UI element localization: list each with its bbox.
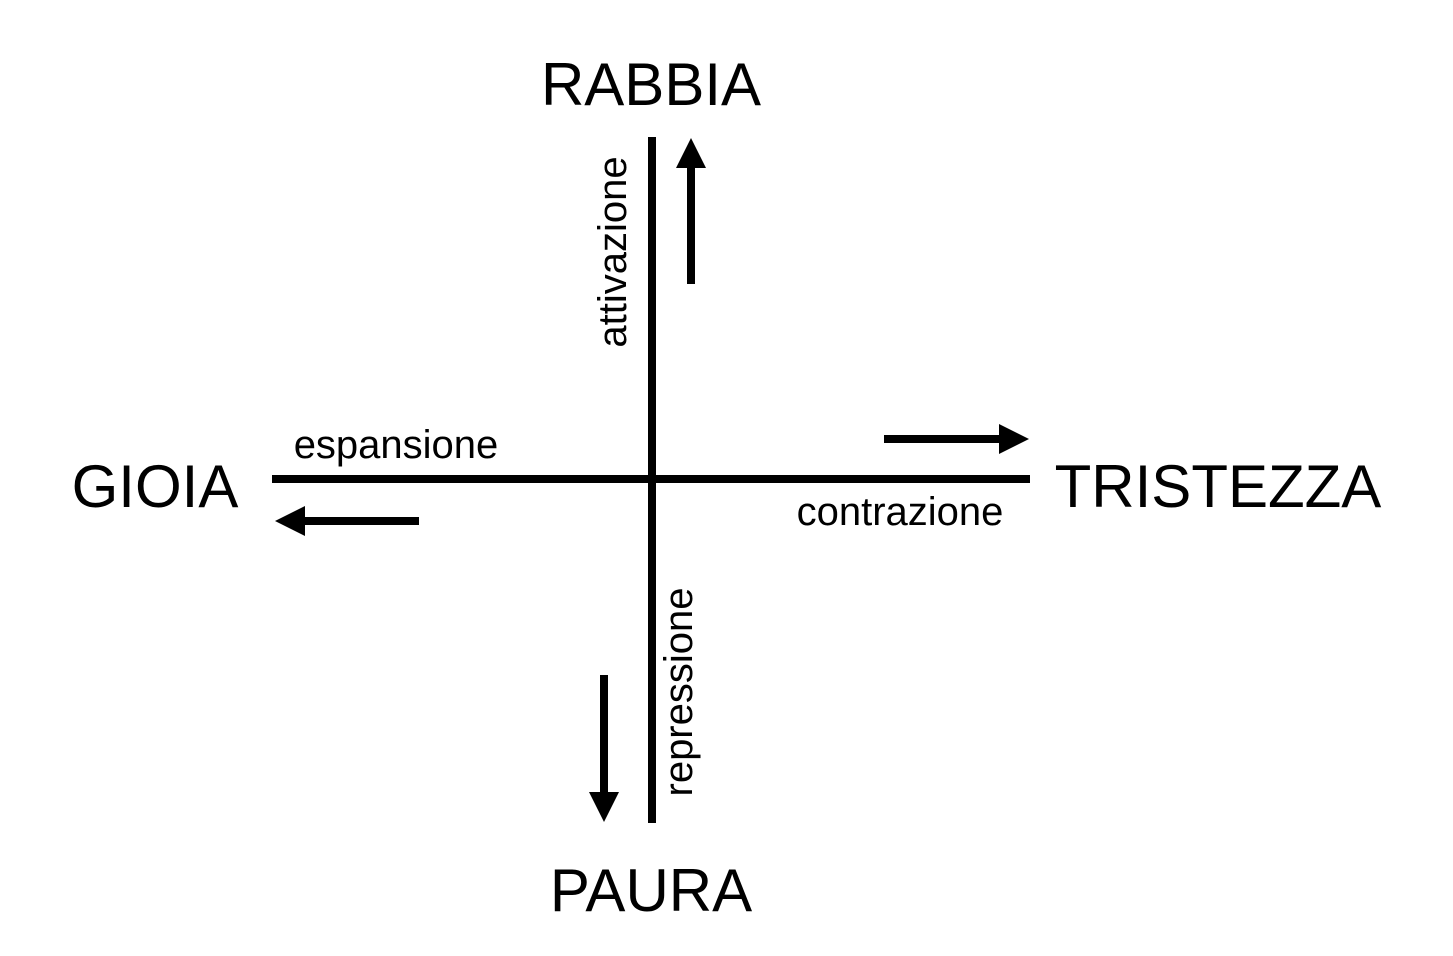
axis-label-up: attivazione xyxy=(591,156,635,347)
arrow-up-icon xyxy=(676,138,706,284)
emotion-top-label: RABBIA xyxy=(541,51,761,118)
emotion-bottom-label: PAURA xyxy=(550,857,752,924)
emotion-right-label: TRISTEZZA xyxy=(1055,453,1382,520)
arrow-down-icon xyxy=(589,675,619,822)
arrow-right-icon xyxy=(884,424,1029,454)
emotion-left-label: GIOIA xyxy=(72,453,239,520)
arrow-left-icon xyxy=(275,506,419,536)
axis-label-down: repressione xyxy=(657,587,701,796)
axis-label-right: contrazione xyxy=(797,490,1004,534)
axis-label-left: espansione xyxy=(294,423,499,467)
